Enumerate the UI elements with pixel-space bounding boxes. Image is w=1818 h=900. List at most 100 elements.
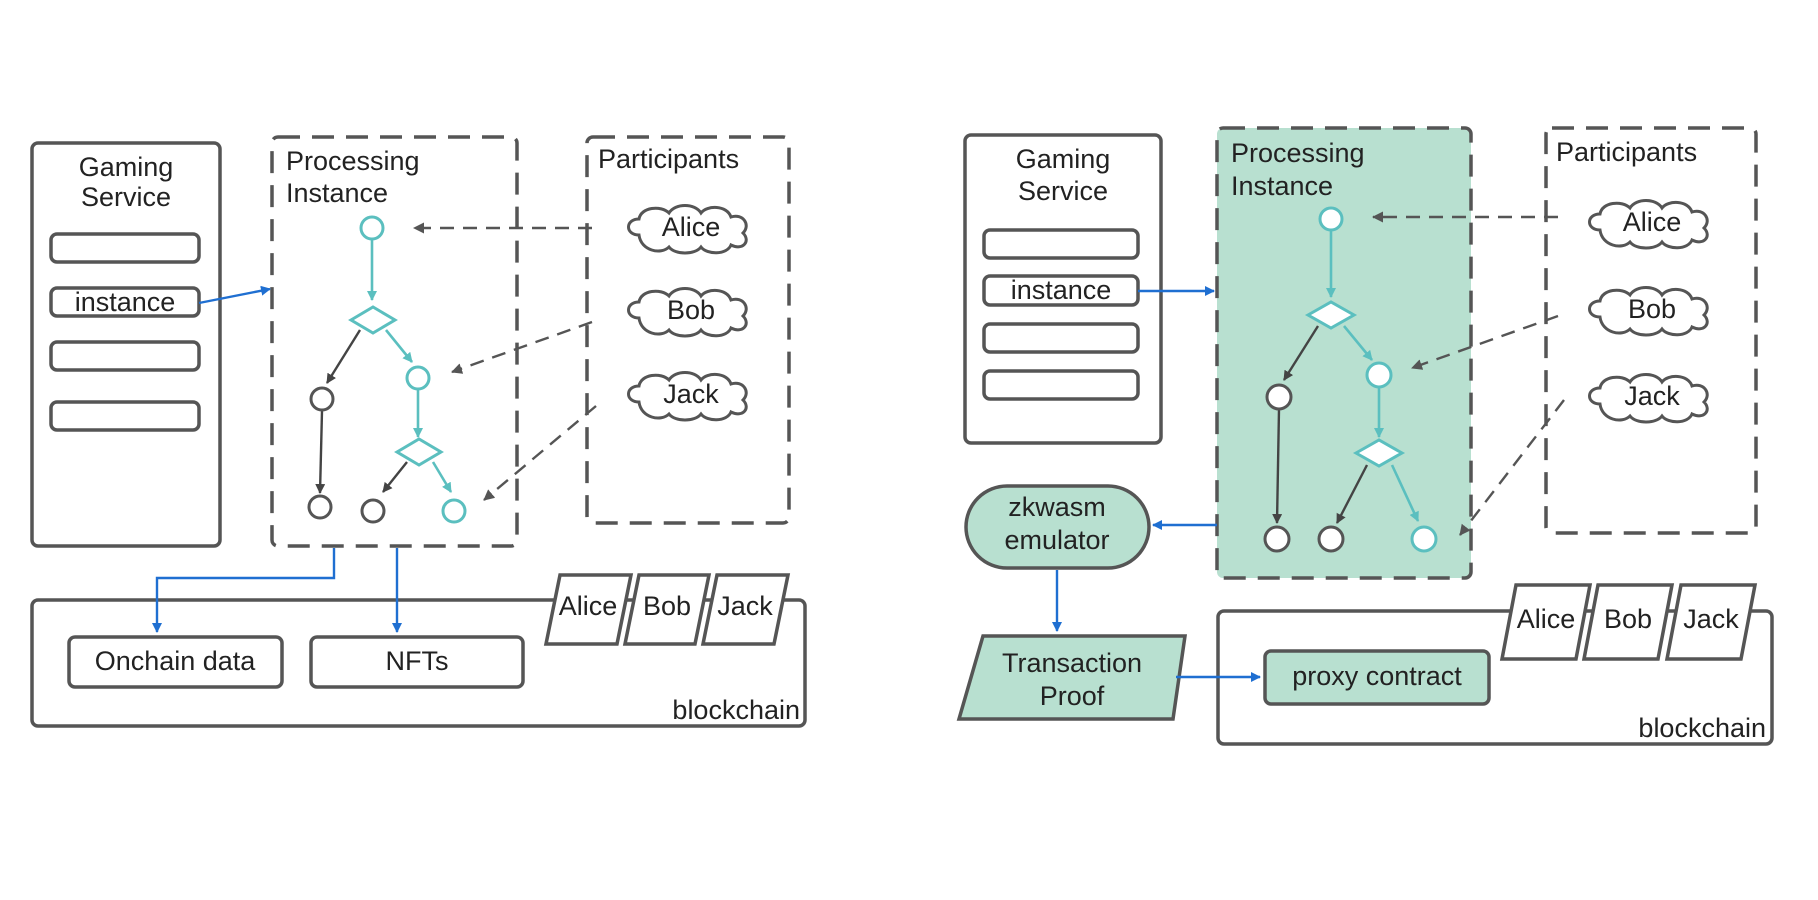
processing-instance-title: Instance [286, 178, 388, 208]
participant-name: Alice [662, 212, 721, 242]
participant-tag [1499, 583, 1593, 661]
gaming-service-title: Service [1018, 176, 1108, 206]
decision-node [348, 305, 398, 335]
proxy-contract-box [1263, 649, 1491, 706]
participant-tag [1664, 583, 1758, 661]
participant-name: Bob [667, 295, 715, 325]
service-slot [982, 322, 1140, 354]
zkwasm-emulator: zkwasm emulator [964, 484, 1151, 570]
onchain-data-arrow [152, 548, 336, 633]
tree-node [405, 365, 431, 391]
onchain-data-label: Onchain data [95, 646, 257, 676]
processing-instance-box [270, 135, 519, 548]
right-participants: Participants Alice Bob Jack [1372, 126, 1758, 536]
tree-edge [1390, 464, 1420, 522]
tree-node [1365, 361, 1393, 389]
gaming-service-title: Service [81, 182, 171, 212]
participant-arrow [1459, 399, 1565, 536]
right-gaming-service: Gaming Service instance [963, 133, 1163, 445]
nfts-label: NFTs [386, 646, 449, 676]
gaming-service-title: Gaming [79, 152, 174, 182]
tree-edge [431, 461, 453, 493]
service-slot [982, 369, 1140, 401]
instance-label: instance [75, 287, 176, 317]
tree-node [307, 494, 333, 520]
service-slot [49, 340, 201, 372]
gaming-service-title: Gaming [1016, 144, 1111, 174]
tree-edge [384, 329, 414, 363]
zkwasm-emulator-label: emulator [1004, 525, 1109, 555]
decision-node [1352, 438, 1406, 468]
participant-cloud [1588, 373, 1709, 424]
tree-edge [1272, 408, 1283, 524]
proxy-contract-label: proxy contract [1292, 661, 1462, 691]
participants-box [585, 135, 791, 525]
tree-node [1410, 525, 1438, 553]
participant-tag [622, 573, 712, 646]
participant-arrow [483, 405, 597, 501]
participant-arrow [1411, 314, 1559, 370]
blockchain-label: blockchain [672, 695, 800, 725]
participant-tag-label: Jack [717, 591, 773, 621]
participant-cloud [627, 204, 748, 255]
decision-node [1304, 300, 1358, 330]
tree-node [309, 386, 335, 412]
service-slot [982, 228, 1140, 260]
participant-tag-label: Alice [1517, 604, 1576, 634]
left-diagram: Gaming Service instance Processing Insta… [30, 135, 807, 728]
left-blockchain: blockchain Onchain data NFTs Alice Bob J… [30, 573, 807, 728]
right-processing-instance: Processing Instance [1215, 126, 1473, 580]
tree-edge [382, 461, 408, 493]
instance-arrow [198, 285, 271, 305]
participant-tag [543, 573, 634, 646]
transaction-proof: Transaction Proof [956, 634, 1188, 721]
tree-node [1265, 383, 1293, 411]
participant-tag-label: Jack [1683, 604, 1739, 634]
zkwasm-emulator-box [964, 484, 1151, 570]
processing-instance-title: Instance [1231, 171, 1333, 201]
tree-edge [1282, 325, 1320, 381]
transaction-proof-box [956, 634, 1188, 721]
participant-cloud [627, 371, 748, 422]
participant-name: Jack [663, 379, 719, 409]
tree-node [1318, 206, 1344, 232]
participant-name: Bob [1628, 294, 1676, 324]
tree-node [359, 215, 385, 241]
tree-edge [1342, 325, 1374, 361]
participant-cloud [1588, 199, 1709, 250]
decision-node [394, 437, 444, 467]
participant-tag-label: Bob [1604, 604, 1652, 634]
instance-label: instance [1011, 275, 1112, 305]
participant-tag-label: Alice [559, 591, 618, 621]
participant-name: Alice [1623, 207, 1682, 237]
processing-instance-box [1215, 126, 1473, 580]
left-gaming-service: Gaming Service instance [30, 141, 222, 548]
tree-edge [315, 410, 326, 494]
onchain-data-box [67, 635, 284, 689]
left-processing-instance: Processing Instance [270, 135, 519, 548]
participant-arrow [451, 320, 593, 374]
participant-tag [1581, 583, 1675, 661]
nfts-box [309, 635, 525, 689]
participant-tag-label: Bob [643, 591, 691, 621]
right-diagram: Gaming Service instance Processing Insta… [956, 126, 1774, 746]
participants-title: Participants [598, 144, 739, 174]
participant-tag [700, 573, 791, 646]
participant-cloud [627, 287, 748, 338]
right-blockchain: blockchain proxy contract Alice Bob Jack [1216, 583, 1774, 746]
tree-edge [325, 329, 362, 384]
transaction-proof-label: Transaction [1002, 648, 1142, 678]
tree-node [1263, 525, 1291, 553]
blockchain-label: blockchain [1638, 713, 1766, 743]
participants-title: Participants [1556, 137, 1697, 167]
service-slot [49, 232, 201, 264]
tree-edge [1335, 464, 1369, 524]
participant-name: Jack [1624, 381, 1680, 411]
service-slot [49, 400, 201, 432]
processing-instance-title: Processing [1231, 138, 1365, 168]
transaction-proof-label: Proof [1040, 681, 1105, 711]
processing-instance-title: Processing [286, 146, 420, 176]
left-participants: Participants Alice Bob Jack [413, 135, 791, 525]
tree-node [1317, 525, 1345, 553]
